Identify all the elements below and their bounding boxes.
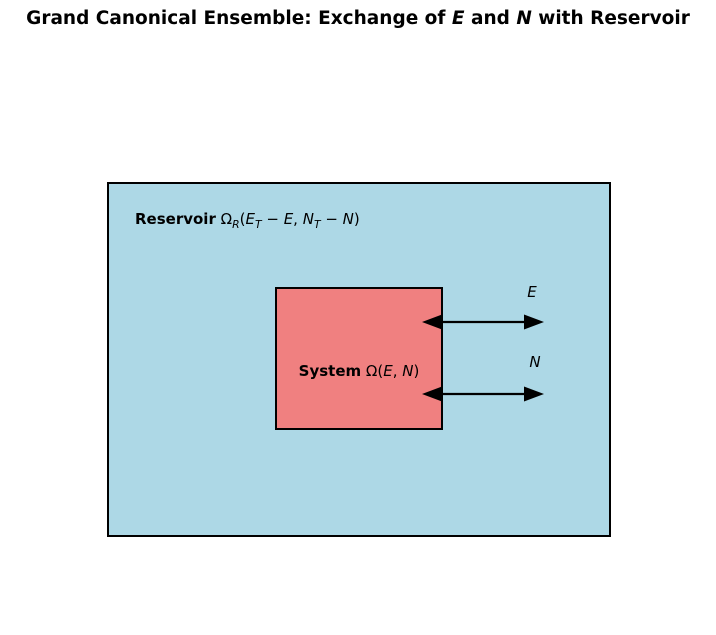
system-name: System bbox=[298, 362, 362, 380]
comma-separator: , bbox=[392, 362, 403, 380]
minus-sign-2: − bbox=[320, 210, 343, 228]
subscript-T-1: T bbox=[254, 218, 262, 231]
var-E: E bbox=[283, 210, 294, 228]
omega-subscript-R: R bbox=[232, 218, 240, 231]
title-variable-N: N bbox=[516, 8, 532, 29]
title-variable-E: E bbox=[451, 8, 465, 29]
particle-arrow-label: N bbox=[529, 353, 541, 371]
figure-title: Grand Canonical Ensemble: Exchange of E … bbox=[0, 8, 716, 29]
title-text-3: with Reservoir bbox=[531, 8, 690, 29]
title-text-1: Grand Canonical Ensemble: Exchange of bbox=[26, 8, 452, 29]
var-N-total: N bbox=[302, 210, 314, 228]
system-label: System Ω(E, N) bbox=[275, 362, 443, 380]
paren-close: ) bbox=[413, 362, 420, 380]
paren-open: ( bbox=[377, 362, 384, 380]
paren-open: ( bbox=[239, 210, 246, 228]
reservoir-label: Reservoir ΩR(ET − E, NT − N) bbox=[135, 210, 360, 231]
reservoir-name: Reservoir bbox=[135, 210, 216, 228]
paren-close: ) bbox=[353, 210, 360, 228]
system-box bbox=[275, 287, 443, 430]
omega-symbol: Ω bbox=[365, 362, 378, 380]
var-N: N bbox=[402, 362, 414, 380]
energy-arrow-label: E bbox=[527, 283, 537, 301]
var-N: N bbox=[342, 210, 354, 228]
comma-separator: , bbox=[293, 210, 303, 228]
subscript-T-2: T bbox=[313, 218, 321, 231]
system-formula: Ω(E, N) bbox=[361, 362, 419, 380]
minus-sign-1: − bbox=[261, 210, 284, 228]
var-E: E bbox=[383, 362, 393, 380]
var-E-total: E bbox=[245, 210, 255, 228]
title-text-2: and bbox=[464, 8, 517, 29]
reservoir-formula: ΩR(ET − E, NT − N) bbox=[216, 210, 360, 231]
omega-symbol: Ω bbox=[220, 210, 233, 228]
